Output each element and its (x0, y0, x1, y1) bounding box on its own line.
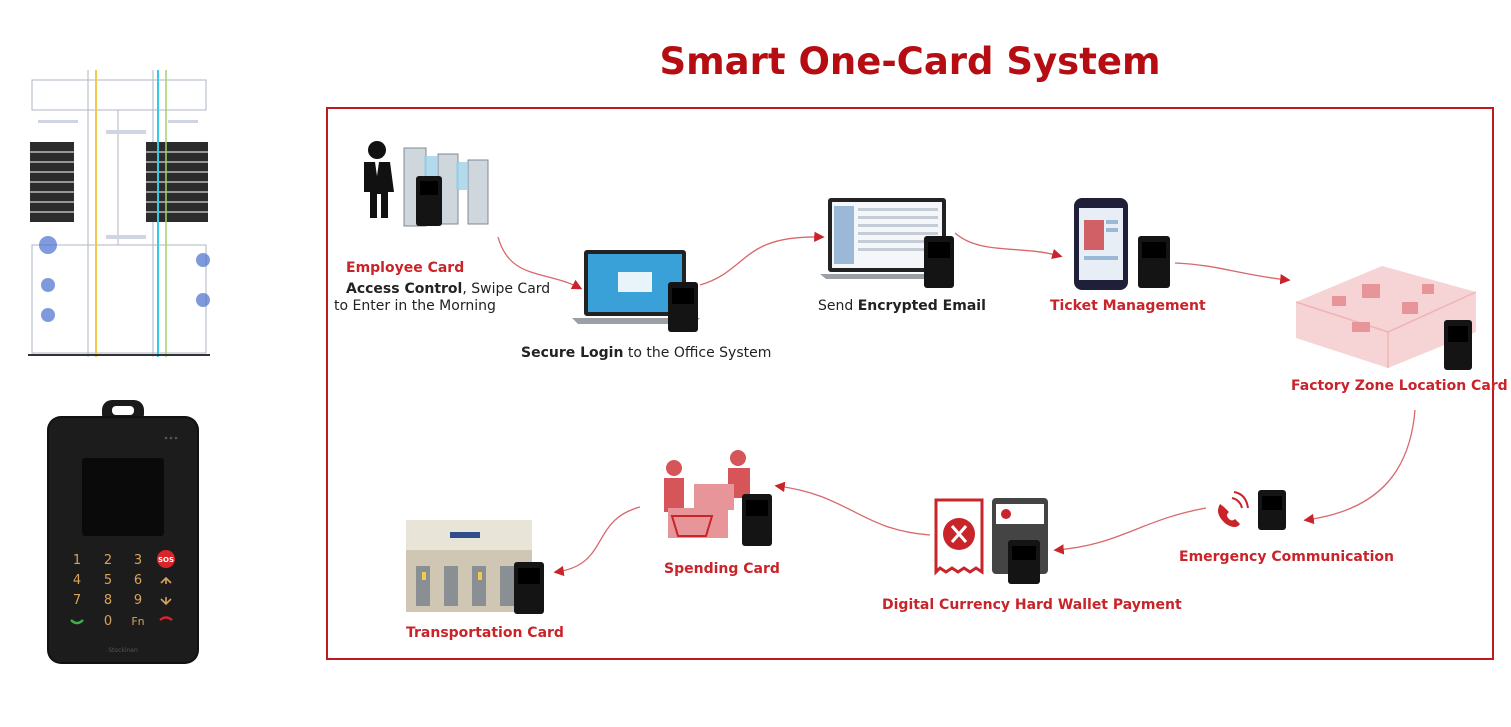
diagram-frame (326, 107, 1494, 660)
factory-zone-label: Factory Zone Location Card (1291, 378, 1508, 394)
hangup-icon (159, 616, 173, 621)
key-sos: SOS (158, 556, 174, 564)
transportation-card-label: Transportation Card (406, 625, 564, 641)
person-icon (368, 141, 386, 159)
page-title-wrap: Smart One-Card System (326, 40, 1494, 83)
access-control-rest: , Swipe Card (462, 281, 551, 297)
key-0: 0 (104, 614, 112, 629)
key-2: 2 (104, 553, 112, 568)
factory-zone-illustration (1295, 266, 1477, 370)
page-title: Smart One-Card System (659, 40, 1161, 83)
send-email-label: Send Encrypted Email (818, 297, 986, 315)
digital-wallet-label: Digital Currency Hard Wallet Payment (882, 597, 1182, 613)
key-1: 1 (73, 553, 81, 568)
call-icon (70, 619, 84, 625)
spending-illustration (664, 450, 772, 546)
key-8: 8 (104, 593, 112, 608)
ticket-management-label: Ticket Management (1050, 298, 1206, 314)
transport-illustration (406, 520, 544, 614)
secure-login-bold: Secure Login (521, 345, 624, 361)
spending-card-label: Spending Card (664, 561, 780, 577)
emergency-illustration (1218, 490, 1286, 530)
wallet-illustration (934, 498, 1048, 584)
send-email-pre: Send (818, 298, 858, 314)
laptop-email-illustration (820, 198, 954, 288)
emergency-communication-label: Emergency Communication (1179, 549, 1394, 565)
key-3: 3 (134, 553, 142, 568)
one-card-device: 1 2 3 4 5 6 7 8 9 0 Fn SOS Stockinen (44, 398, 202, 666)
key-7: 7 (73, 593, 81, 608)
key-6: 6 (134, 573, 142, 588)
key-4: 4 (73, 573, 81, 588)
device-brand: Stockinen (108, 647, 138, 654)
floor-plan-image (28, 70, 210, 357)
sos-key (157, 550, 175, 568)
down-arrow-icon (160, 597, 172, 606)
laptop-login-illustration (572, 250, 700, 332)
key-5: 5 (104, 573, 112, 588)
secure-login-rest: to the Office System (623, 345, 772, 361)
access-control-bold: Access Control (346, 281, 463, 297)
send-email-bold: Encrypted Email (857, 298, 986, 314)
phone-icon (1218, 504, 1240, 527)
phone-ticket-illustration (1074, 198, 1170, 290)
employee-card-label: Employee Card (346, 260, 465, 276)
key-fn: Fn (131, 615, 144, 628)
key-9: 9 (134, 593, 142, 608)
access-control-line2: to Enter in the Morning (334, 298, 496, 314)
access-control-label: Access Control, Swipe Card (346, 280, 550, 298)
up-arrow-icon (160, 576, 172, 584)
secure-login-label: Secure Login to the Office System (521, 344, 771, 362)
employee-access-illustration (364, 141, 489, 227)
